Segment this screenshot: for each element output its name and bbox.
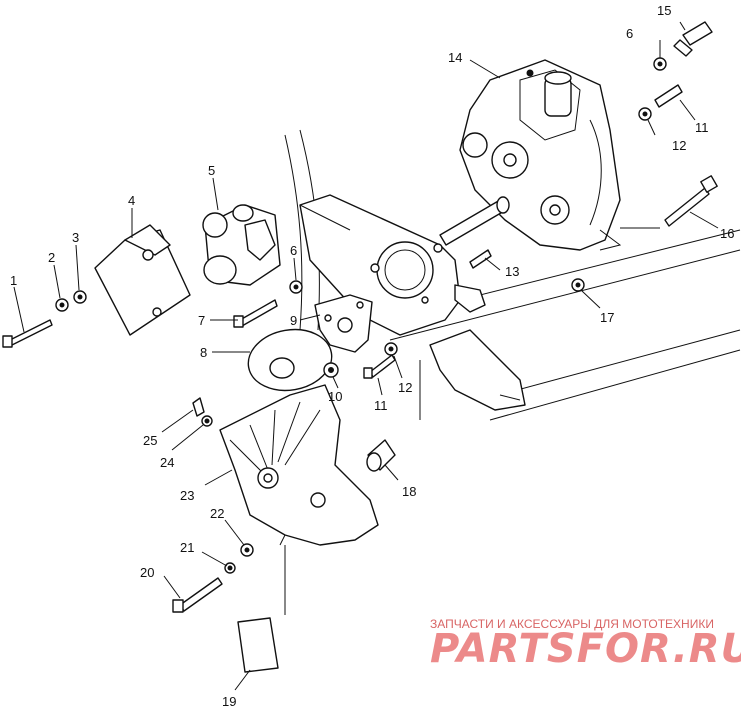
callout-1: 1 [10, 273, 17, 288]
callout-labels: 1 2 3 4 5 6 7 8 9 10 11 12 13 14 6 15 11… [10, 3, 734, 706]
callout-2: 2 [48, 250, 55, 265]
watermark: ЗАПЧАСТИ И АКСЕССУАРЫ ДЛЯ МОТОТЕХНИКИ PA… [430, 617, 741, 672]
mounting-plate [299, 194, 486, 336]
output-shaft [439, 196, 510, 246]
part-8-pulley [247, 328, 333, 392]
callout-12-lower: 12 [398, 380, 412, 395]
callout-22: 22 [210, 506, 224, 521]
callout-14: 14 [448, 50, 462, 65]
callout-11-lower: 11 [374, 398, 388, 413]
callout-3: 3 [72, 230, 79, 245]
watermark-subtitle: ЗАПЧАСТИ И АКСЕССУАРЫ ДЛЯ МОТОТЕХНИКИ [430, 617, 714, 631]
callout-20: 20 [140, 565, 154, 580]
callout-24: 24 [160, 455, 174, 470]
part-23-belt-cover [219, 384, 379, 546]
callout-11-upper: 11 [695, 120, 709, 135]
callout-7: 7 [198, 313, 205, 328]
part-5-motor [202, 204, 281, 286]
callout-6-top: 6 [626, 26, 633, 41]
callout-13: 13 [505, 264, 519, 279]
callout-5: 5 [208, 163, 215, 178]
bolt-part-11-upper [654, 84, 683, 108]
callout-16: 16 [720, 226, 734, 241]
bolt-part-7 [233, 299, 278, 328]
callout-19: 19 [222, 694, 236, 706]
bolt-part-25 [192, 397, 205, 417]
part-19-decal [237, 617, 279, 673]
callout-18: 18 [402, 484, 416, 499]
washers [55, 57, 667, 574]
callout-4: 4 [128, 193, 135, 208]
watermark-brand: PARTSFOR.RU [430, 626, 741, 672]
callout-10: 10 [328, 389, 342, 404]
bolt-part-1 [2, 319, 53, 348]
leader-lines [13, 21, 719, 691]
callout-15: 15 [657, 3, 671, 18]
lower-bracket [429, 329, 526, 411]
bolt-part-11-lower [363, 354, 396, 379]
callout-9: 9 [290, 313, 297, 328]
part-4-bracket [94, 224, 191, 336]
callout-8: 8 [200, 345, 207, 360]
callout-21: 21 [180, 540, 194, 555]
callout-25: 25 [143, 433, 157, 448]
bolt-part-13 [469, 249, 492, 269]
part-18-bushing [366, 439, 396, 472]
bolt-part-20 [172, 577, 223, 613]
callout-23: 23 [180, 488, 194, 503]
callout-17: 17 [600, 310, 614, 325]
bolt-part-15 [673, 21, 713, 57]
bolt-part-16 [664, 175, 718, 227]
spacer-plate [314, 294, 373, 353]
callout-12-upper: 12 [672, 138, 686, 153]
callout-6-mid: 6 [290, 243, 297, 258]
